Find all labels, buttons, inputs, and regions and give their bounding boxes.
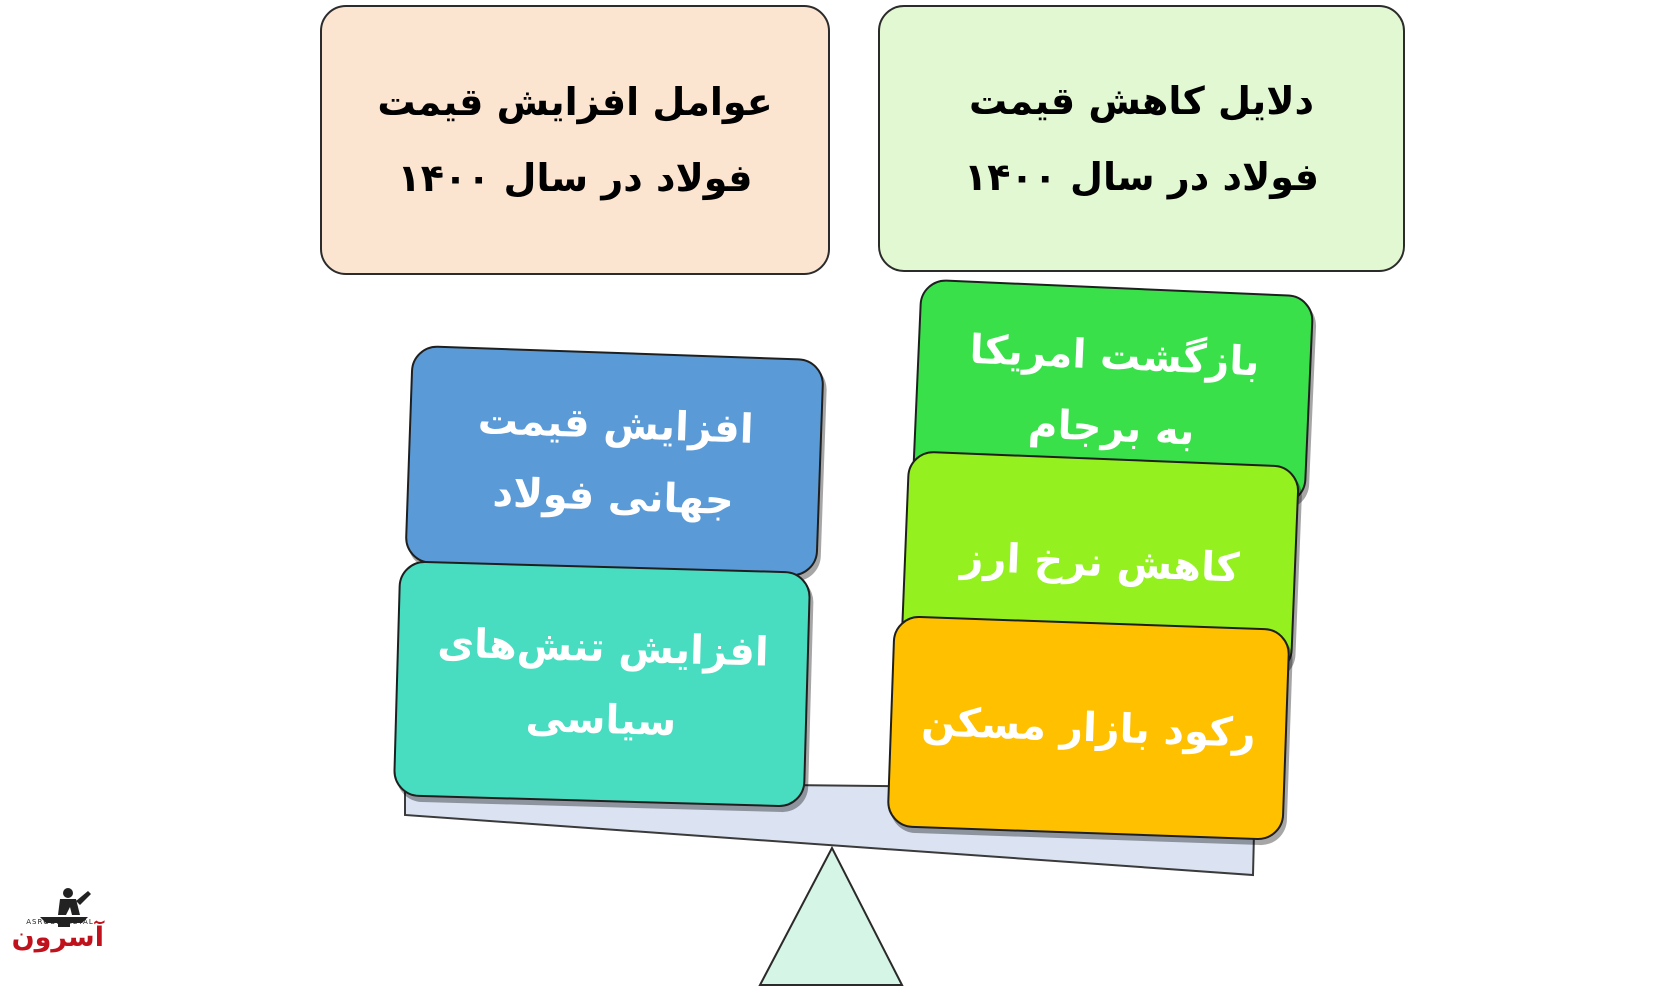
block-label: بازگشت امریکا <box>968 326 1261 386</box>
fulcrum-triangle <box>758 845 904 986</box>
logo-wordmark: آسرون <box>11 922 104 953</box>
decrease-reasons-header: دلایل کاهش قیمت فولاد در سال ۱۴۰۰ <box>878 5 1405 272</box>
logo-subtitle: ASROON METAL <box>26 918 94 926</box>
increase-header-line2: فولاد در سال ۱۴۰۰ <box>397 156 753 200</box>
block-label: جهانی فولاد <box>491 469 735 525</box>
increase-header-line1: عوامل افزایش قیمت <box>377 80 773 124</box>
block-label: رکود بازار مسکن <box>920 699 1257 757</box>
asroon-logo-icon <box>40 888 91 927</box>
block-global-steel-price: افزایش قیمت جهانی فولاد <box>404 344 825 578</box>
block-label: کاهش نرخ ارز <box>959 534 1241 592</box>
increase-factors-header: عوامل افزایش قیمت فولاد در سال ۱۴۰۰ <box>320 5 830 275</box>
decrease-header-line1: دلایل کاهش قیمت <box>969 78 1314 123</box>
block-housing-market-recession: رکود بازار مسکن <box>886 615 1291 841</box>
block-label: افزایش تنش‌های <box>436 620 770 676</box>
block-political-tensions: افزایش تنش‌های سیاسی <box>392 560 812 808</box>
block-label: افزایش قیمت <box>477 397 755 453</box>
block-label: سیاسی <box>525 694 677 746</box>
decrease-header-line2: فولاد در سال ۱۴۰۰ <box>964 154 1319 199</box>
